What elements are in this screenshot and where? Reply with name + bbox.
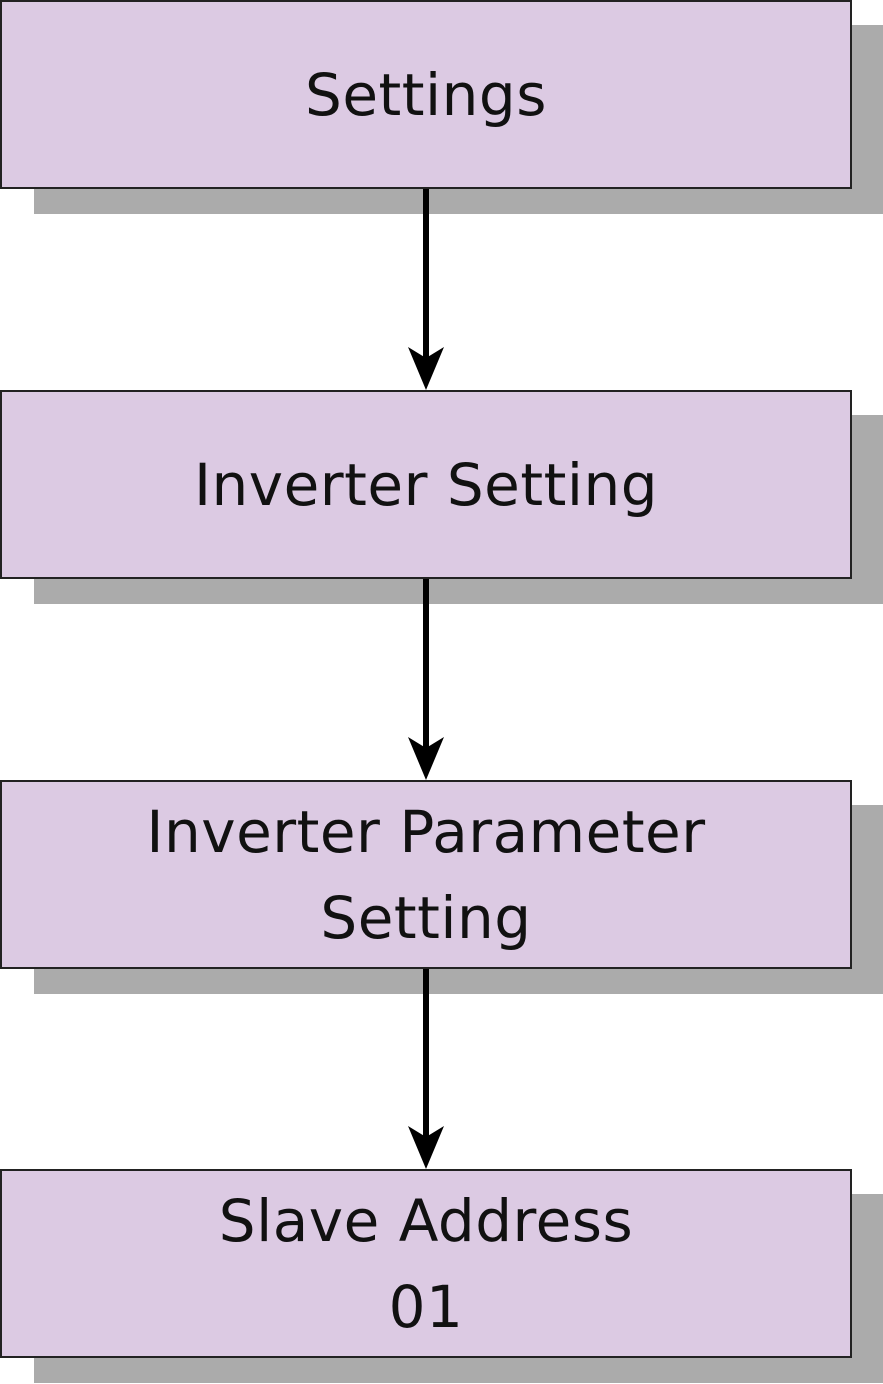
arrow-2 [408, 579, 444, 780]
step-box: Inverter Setting [0, 390, 852, 579]
arrow-3 [408, 969, 444, 1169]
step-box: Settings [0, 0, 852, 189]
step-label-line-2: Setting [320, 883, 532, 952]
step-box: Slave Address 01 [0, 1169, 852, 1358]
step-box: Inverter Parameter Setting [0, 780, 852, 969]
flow-step-settings: Settings [0, 0, 883, 214]
arrow-1 [408, 189, 444, 390]
step-label-line-1: Inverter Parameter [146, 797, 706, 866]
step-label: Settings [305, 60, 547, 129]
flow-step-inverter-setting: Inverter Setting [0, 390, 883, 604]
flow-step-slave-address: Slave Address 01 [0, 1169, 883, 1383]
step-value: 01 [388, 1272, 464, 1341]
step-label: Inverter Setting [193, 450, 659, 519]
flow-step-inverter-parameter-setting: Inverter Parameter Setting [0, 780, 883, 994]
step-label-line-1: Slave Address [218, 1186, 634, 1255]
